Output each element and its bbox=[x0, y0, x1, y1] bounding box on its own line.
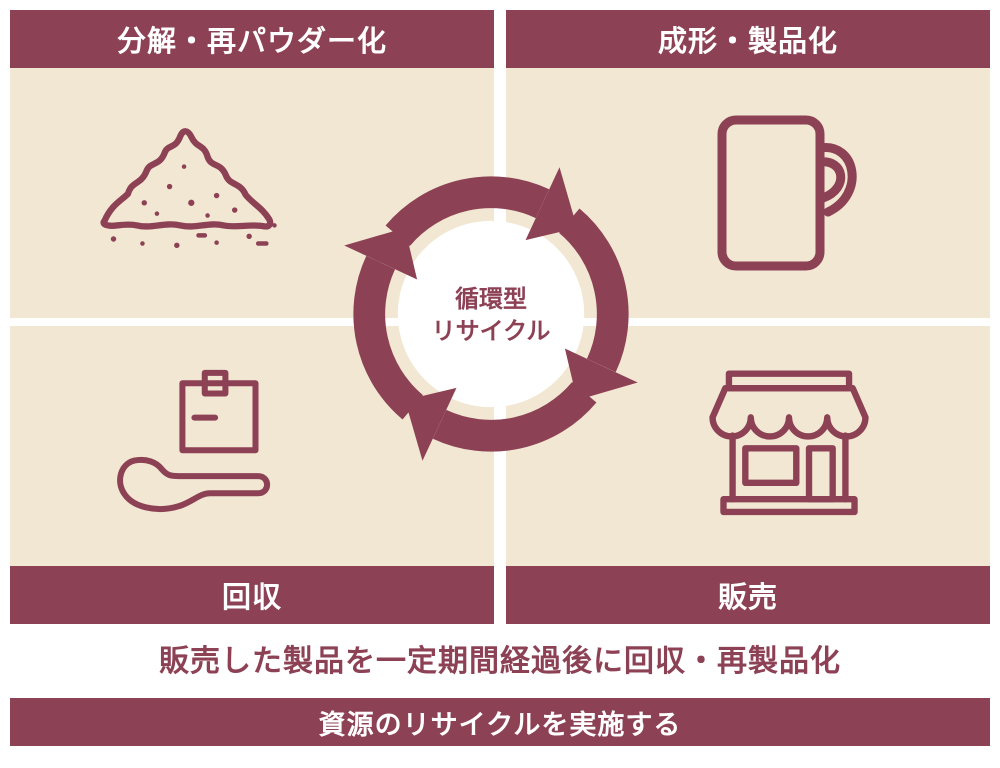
quadrant-decompose: 分解・再パウダー化 bbox=[10, 10, 494, 318]
footer-banner: 資源のリサイクルを実施する bbox=[10, 698, 990, 746]
quadrant-collection: 回収 bbox=[10, 326, 494, 624]
hand-box-icon bbox=[105, 366, 277, 538]
quadrant-sales-label: 販売 bbox=[506, 566, 990, 624]
quadrant-molding-header: 成形・製品化 bbox=[506, 10, 990, 68]
cycle-center-label-line1: 循環型 bbox=[455, 284, 527, 313]
quadrant-decompose-header: 分解・再パウダー化 bbox=[10, 10, 494, 68]
cycle-center-label-line2: リサイクル bbox=[431, 317, 551, 345]
powder-pile-icon bbox=[90, 116, 298, 256]
storefront-icon bbox=[698, 370, 880, 520]
cycle-center-label: 循環型 リサイクル bbox=[391, 280, 591, 350]
quadrant-collection-label: 回収 bbox=[10, 566, 494, 624]
cycle-arrows-icon bbox=[311, 134, 671, 494]
quadrant-grid: 分解・再パウダー化 成 bbox=[10, 10, 990, 624]
caption-text: 販売した製品を一定期間経過後に回収・再製品化 bbox=[159, 644, 841, 679]
mug-icon bbox=[716, 114, 866, 272]
quadrant-molding: 成形・製品化 bbox=[506, 10, 990, 318]
